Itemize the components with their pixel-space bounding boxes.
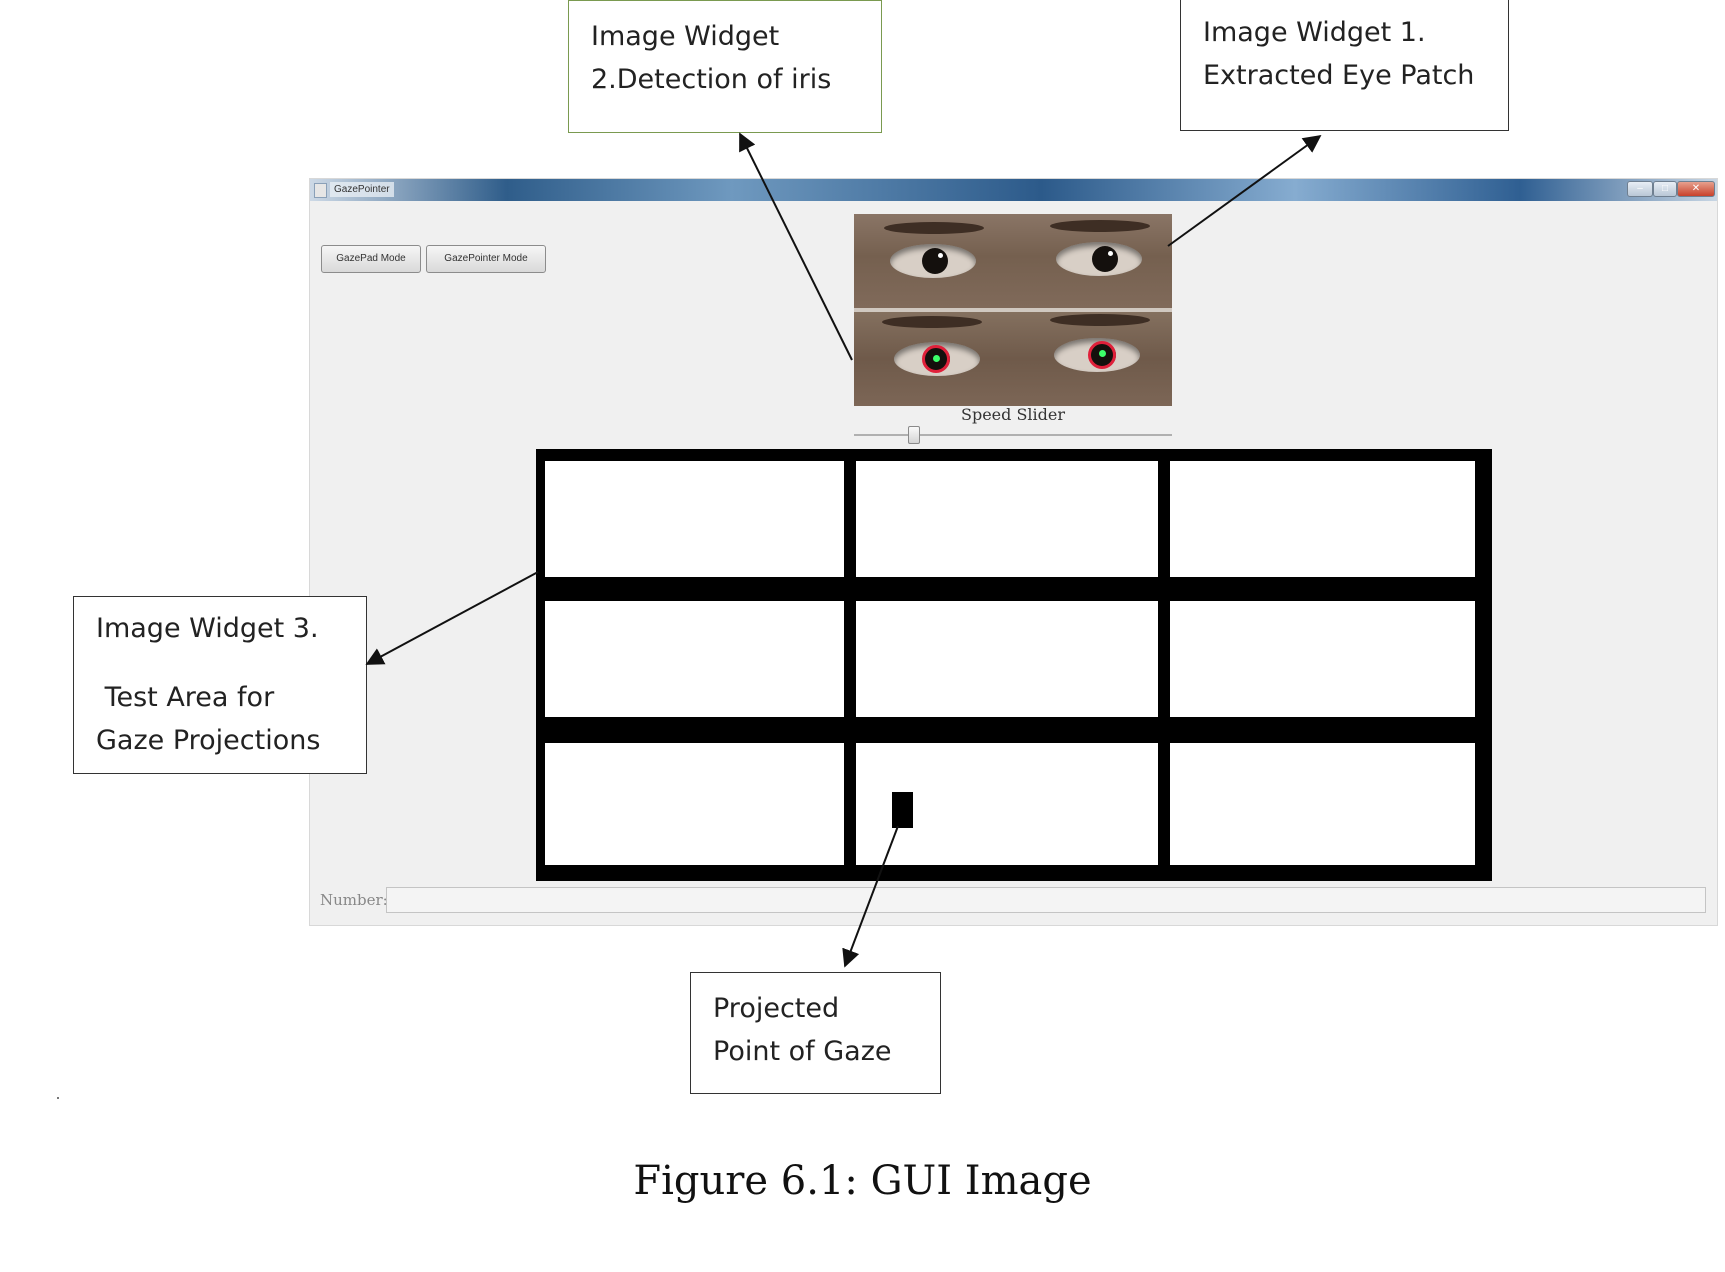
- test-cell-1-3[interactable]: [1170, 461, 1475, 577]
- minimize-button[interactable]: –: [1627, 181, 1653, 197]
- callout-test-area-line-1: Image Widget 3.: [96, 613, 319, 644]
- title-bar[interactable]: GazePointer – □ ✕: [310, 179, 1717, 201]
- stray-dot: [57, 1097, 59, 1099]
- right-eyebrow: [1050, 220, 1150, 232]
- close-icon: ✕: [1691, 183, 1701, 194]
- close-button[interactable]: ✕: [1677, 181, 1715, 197]
- callout-test-area-line-2: Test Area for: [96, 682, 275, 713]
- speed-slider-label: Speed Slider: [960, 405, 1066, 424]
- right-eyebrow-lower: [1050, 314, 1150, 326]
- figure-caption: Figure 6.1: GUI Image: [633, 1158, 1092, 1204]
- speed-slider-handle[interactable]: [908, 426, 921, 444]
- number-label: Number:: [320, 891, 388, 909]
- left-glint: [938, 253, 943, 258]
- callout-iris-line-1: Image Widget: [591, 21, 780, 52]
- gaze-point-marker: [892, 792, 913, 828]
- left-eyebrow: [884, 222, 984, 234]
- callout-eye-patch-line-1: Image Widget 1.: [1203, 17, 1426, 48]
- callout-eye-patch: Image Widget 1. Extracted Eye Patch: [1180, 0, 1509, 131]
- test-cell-2-1[interactable]: [545, 601, 844, 717]
- test-cell-1-1[interactable]: [545, 461, 844, 577]
- callout-test-area: Image Widget 3. Test Area for Gaze Proje…: [73, 596, 367, 774]
- left-eyebrow-lower: [882, 316, 982, 328]
- left-eye: [890, 244, 976, 278]
- number-input[interactable]: [386, 887, 1706, 913]
- test-cell-2-3[interactable]: [1170, 601, 1475, 717]
- gazepointer-mode-button[interactable]: GazePointer Mode: [426, 245, 546, 273]
- callout-gaze-point-line-1: Projected: [713, 993, 840, 1024]
- test-cell-3-1[interactable]: [545, 743, 844, 865]
- iris-detection-image: [854, 312, 1172, 406]
- right-iris-center: [1099, 350, 1106, 357]
- callout-gaze-point-line-2: Point of Gaze: [713, 1036, 892, 1067]
- strip-divider: [854, 308, 1172, 312]
- eye-image-panel: [854, 214, 1172, 406]
- extracted-eye-patch-image: [854, 214, 1172, 308]
- right-iris-ring: [1088, 341, 1116, 369]
- callout-test-area-gap: [96, 650, 344, 676]
- app-icon: [314, 183, 327, 198]
- right-glint: [1108, 251, 1113, 256]
- gaze-test-area[interactable]: [536, 449, 1492, 881]
- right-eye: [1056, 242, 1142, 276]
- test-cell-3-3[interactable]: [1170, 743, 1475, 865]
- right-pupil: [1092, 246, 1118, 272]
- window-title: GazePointer: [330, 182, 394, 197]
- callout-iris-detection: Image Widget 2.Detection of iris: [568, 0, 882, 133]
- callout-eye-patch-line-2: Extracted Eye Patch: [1203, 60, 1475, 91]
- callout-iris-line-2: 2.Detection of iris: [591, 64, 832, 95]
- callout-gaze-point: Projected Point of Gaze: [690, 972, 941, 1094]
- gazepad-mode-button[interactable]: GazePad Mode: [321, 245, 421, 273]
- left-pupil: [922, 248, 948, 274]
- test-cell-1-2[interactable]: [856, 461, 1158, 577]
- maximize-icon: □: [1661, 183, 1669, 194]
- left-iris-center: [933, 355, 940, 362]
- callout-test-area-line-3: Gaze Projections: [96, 725, 321, 756]
- minimize-icon: –: [1637, 183, 1643, 194]
- speed-slider-track[interactable]: [854, 434, 1172, 436]
- maximize-button[interactable]: □: [1653, 181, 1677, 197]
- left-iris-ring: [922, 345, 950, 373]
- test-cell-2-2[interactable]: [856, 601, 1158, 717]
- gazepointer-window: GazePointer – □ ✕ GazePad Mode GazePoint…: [310, 179, 1717, 925]
